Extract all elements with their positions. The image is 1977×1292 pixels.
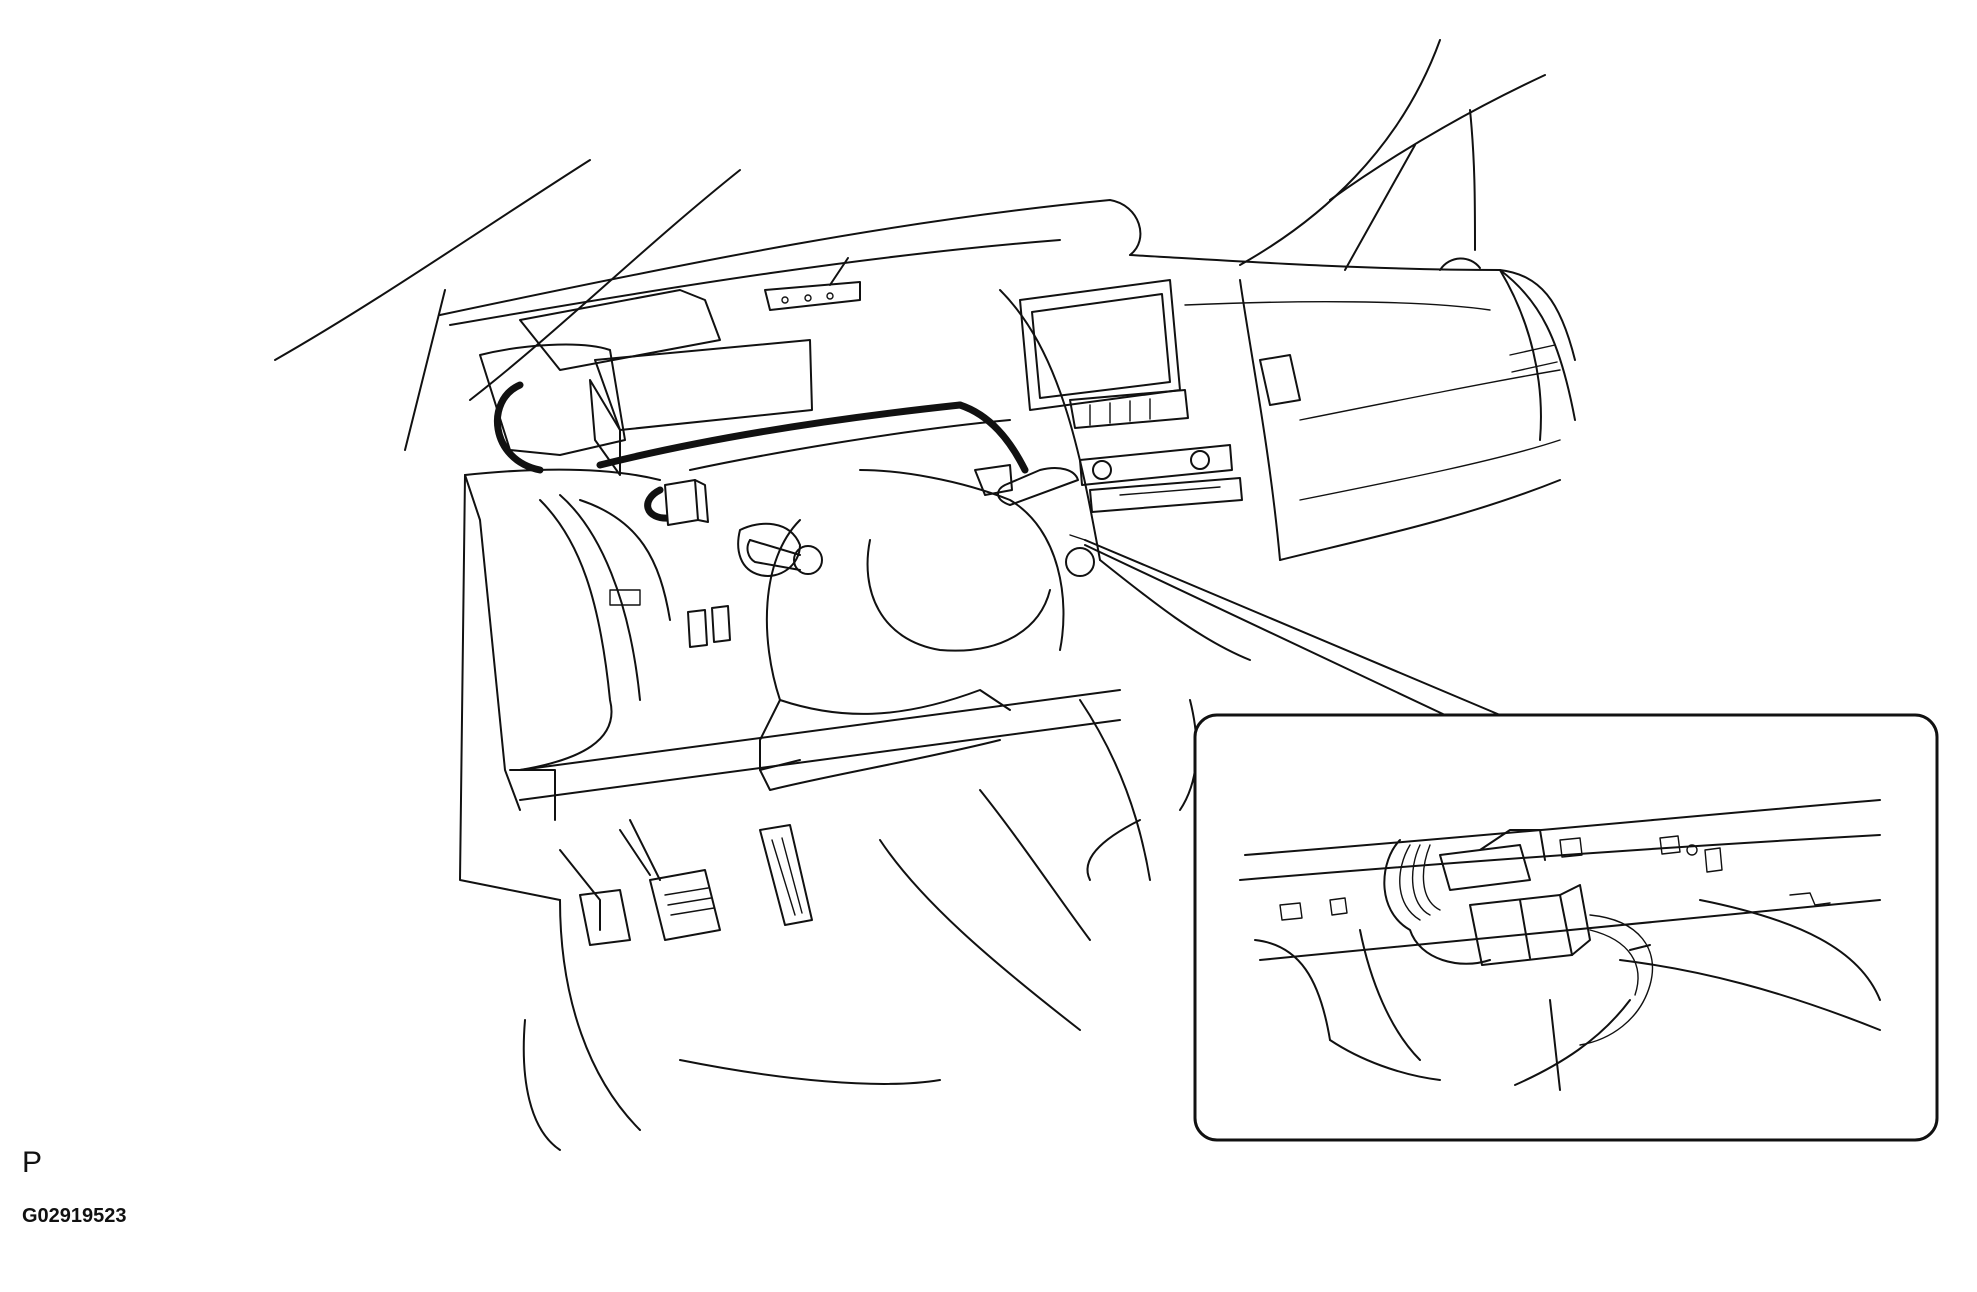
right-dashboard	[1279, 269, 1561, 561]
detail-leader	[1069, 534, 1501, 716]
wire-harness	[494, 381, 1029, 522]
pedals	[559, 819, 813, 946]
view-letter: P	[22, 1146, 43, 1179]
windshield-lines	[274, 39, 1546, 451]
upper-module-box	[479, 257, 861, 476]
instrument-panel-front	[459, 419, 1121, 901]
mid-connector	[664, 479, 709, 526]
lower-floor	[522, 699, 1198, 1151]
figure-code: G02919523	[22, 1205, 127, 1227]
center-stack	[999, 279, 1301, 661]
detail-inset	[1193, 713, 1939, 1142]
steering-column	[737, 464, 1095, 791]
upper-dashboard	[439, 199, 1576, 501]
